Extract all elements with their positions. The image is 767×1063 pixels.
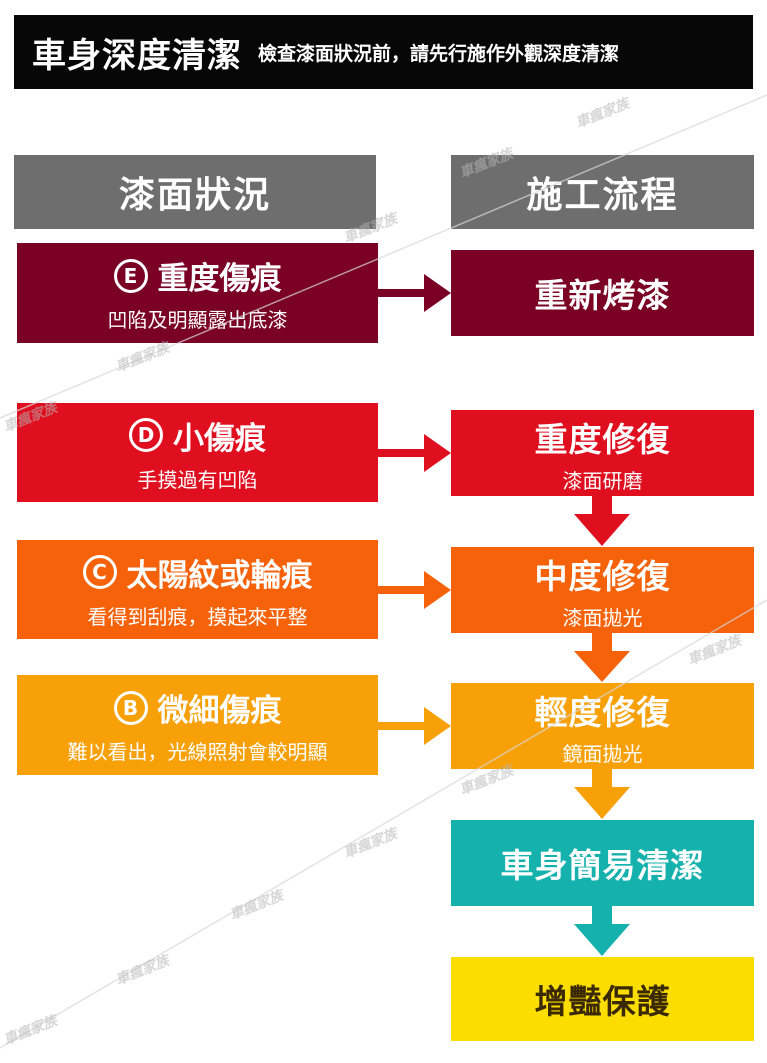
condition-box-c: C 太陽紋或輪痕 看得到刮痕，摸起來平整 <box>17 540 378 639</box>
arrow-medium-to-light <box>574 633 630 682</box>
grade-d-badge: D <box>129 418 163 452</box>
condition-c-desc: 看得到刮痕，摸起來平整 <box>87 604 308 629</box>
process-box-light-repair: 輕度修復 鏡面拋光 <box>451 683 754 769</box>
grade-c-badge: C <box>82 555 117 589</box>
arrow-heavy-to-medium <box>574 496 630 546</box>
condition-box-b: B 微細傷痕 難以看出，光線照射會較明顯 <box>17 675 378 775</box>
watermark-text-1: 車瘋家族 <box>573 94 634 132</box>
process-light-sub: 鏡面拋光 <box>562 741 643 766</box>
process-box-medium-repair: 中度修復 漆面拋光 <box>451 547 754 633</box>
arrow-light-to-clean <box>574 769 630 819</box>
page-subtitle: 檢查漆面狀況前，請先行施作外觀深度清潔 <box>258 42 620 65</box>
process-medium-sub: 漆面拋光 <box>562 605 643 630</box>
watermark-lines <box>0 94 767 1049</box>
condition-title-e: E 重度傷痕 <box>113 253 282 298</box>
process-heavy-sub: 漆面研磨 <box>562 468 643 493</box>
process-medium-title: 中度修復 <box>534 556 671 596</box>
watermark-text-10: 車瘋家族 <box>113 951 174 989</box>
condition-d-desc: 手摸過有凹陷 <box>137 467 258 492</box>
grade-b-badge: B <box>113 690 148 725</box>
watermark-text-2: 車瘋家族 <box>457 144 518 182</box>
watermark-line-1 <box>0 94 767 419</box>
watermark-text-3: 車瘋家族 <box>341 209 402 247</box>
watermark-text-7: 車瘋家族 <box>457 761 518 799</box>
condition-box-e: E 重度傷痕 凹陷及明顯露出底漆 <box>17 243 378 343</box>
process-box-protection: 增豔保護 <box>451 957 754 1041</box>
page-title: 車身深度清潔 <box>32 35 242 76</box>
condition-title-c: C 太陽紋或輪痕 <box>82 550 313 595</box>
condition-title-d: D 小傷痕 <box>129 413 266 458</box>
condition-e-label: 重度傷痕 <box>157 261 282 297</box>
watermark-texts: 車瘋家族 車瘋家族 車瘋家族 車瘋家族 車瘋家族 車瘋家族 車瘋家族 車瘋家族 … <box>1 94 746 1049</box>
watermark-text-4: 車瘋家族 <box>113 338 174 376</box>
process-box-simple-clean: 車身簡易清潔 <box>451 820 754 906</box>
watermark-text-9: 車瘋家族 <box>227 886 288 924</box>
process-box-heavy-repair: 重度修復 漆面研磨 <box>451 410 754 496</box>
process-light-title: 輕度修復 <box>534 692 671 732</box>
watermark-text-8: 車瘋家族 <box>341 824 402 862</box>
condition-b-label: 微細傷痕 <box>157 693 282 729</box>
process-protect-title: 增豔保護 <box>534 982 671 1021</box>
condition-d-label: 小傷痕 <box>173 420 266 457</box>
watermark-text-5: 車瘋家族 <box>1 398 62 436</box>
column-header-process: 施工流程 <box>451 155 754 229</box>
arrow-b-to-light <box>378 707 451 745</box>
watermark-text-11: 車瘋家族 <box>1 1011 62 1049</box>
process-box-repaint: 重新烤漆 <box>451 250 754 336</box>
arrow-e-to-repaint <box>378 274 451 312</box>
condition-e-desc: 凹陷及明顯露出底漆 <box>107 308 288 332</box>
header-bar: 車身深度清潔 檢查漆面狀況前，請先行施作外觀深度清潔 <box>14 15 753 89</box>
watermark-line-2 <box>0 599 767 1049</box>
condition-b-desc: 難以看出，光線照射會較明顯 <box>67 740 328 764</box>
process-heavy-title: 重度修復 <box>534 419 671 459</box>
column-header-condition: 漆面狀況 <box>14 155 376 229</box>
process-clean-title: 車身簡易清潔 <box>500 846 705 885</box>
watermark-text-6: 車瘋家族 <box>685 631 746 669</box>
process-repaint-title: 重新烤漆 <box>534 276 671 315</box>
condition-box-d: D 小傷痕 手摸過有凹陷 <box>17 403 378 502</box>
arrow-c-to-medium <box>378 571 451 609</box>
grade-e-badge: E <box>113 258 148 293</box>
arrow-d-to-heavy <box>378 434 451 472</box>
condition-title-b: B 微細傷痕 <box>113 685 282 730</box>
condition-c-label: 太陽紋或輪痕 <box>126 557 313 594</box>
arrow-clean-to-protect <box>574 906 630 956</box>
